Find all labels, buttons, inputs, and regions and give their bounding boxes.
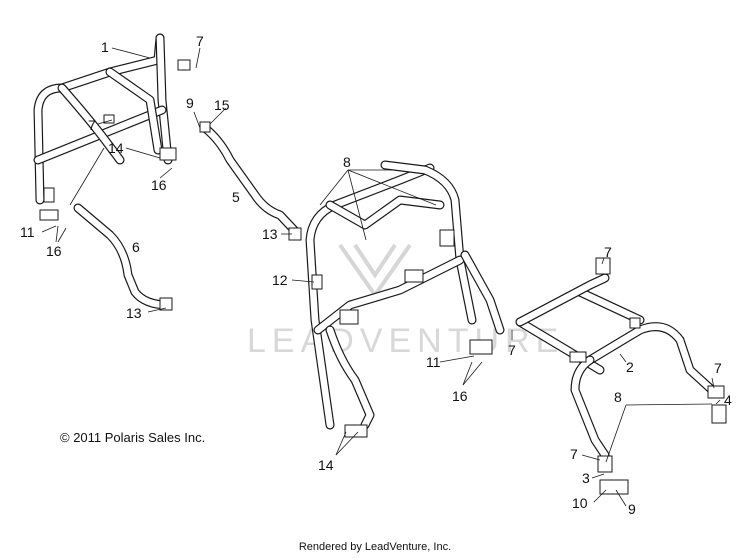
callout-5: 5 [232, 189, 240, 205]
callout-16: 16 [452, 388, 468, 404]
footer-credit: Rendered by LeadVenture, Inc. [298, 541, 452, 553]
callout-2: 2 [626, 359, 634, 375]
callout-8: 8 [614, 389, 622, 405]
part-1-front-frame [33, 33, 191, 221]
leader-lines [41, 47, 721, 507]
watermark-text: LEADVENTURE [247, 322, 564, 360]
part-2-rear-lower-frame [515, 257, 727, 495]
callout-7: 7 [604, 244, 612, 260]
callout-7: 7 [714, 360, 722, 376]
callout-1: 1 [101, 39, 109, 55]
callout-8: 8 [343, 154, 351, 170]
callout-13: 13 [262, 226, 278, 242]
copyright-notice: © 2011 Polaris Sales Inc. [60, 430, 206, 445]
part-6-lower-bar [73, 203, 173, 311]
callout-7: 7 [570, 446, 578, 462]
callout-9: 9 [186, 95, 194, 111]
callout-6: 6 [132, 239, 140, 255]
watermark: LEADVENTURE [247, 243, 564, 360]
callout-16: 16 [46, 243, 62, 259]
part-12-rear-frame [305, 160, 505, 438]
callout-7: 7 [196, 33, 204, 49]
callout-9: 9 [628, 501, 636, 517]
callout-7: 7 [508, 342, 516, 358]
callout-4: 4 [724, 392, 732, 408]
callout-16: 16 [151, 177, 167, 193]
callout-7: 7 [88, 117, 96, 133]
part-5-middle-bar [199, 121, 302, 241]
callouts: 1 7 7 14 16 11 16 6 13 9 15 5 13 8 12 11… [20, 33, 732, 517]
callout-11: 11 [426, 354, 441, 370]
callout-15: 15 [214, 97, 230, 113]
callout-14: 14 [318, 457, 334, 473]
callout-10: 10 [572, 495, 588, 511]
callout-13: 13 [126, 305, 142, 321]
callout-14: 14 [108, 140, 124, 156]
callout-12: 12 [272, 272, 288, 288]
callout-3: 3 [582, 470, 590, 486]
callout-11: 11 [20, 224, 35, 240]
